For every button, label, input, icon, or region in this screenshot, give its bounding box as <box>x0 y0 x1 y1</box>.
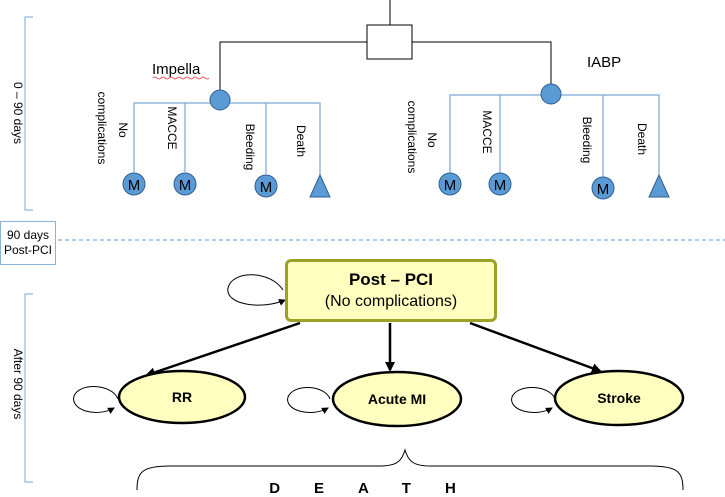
svg-text:M: M <box>597 181 610 198</box>
transition-line-1: 90 days <box>6 228 50 242</box>
phase-bracket-early <box>24 16 33 211</box>
branch-label: Bleeding <box>580 117 594 164</box>
markov-terminal: M <box>591 176 615 200</box>
state-label: Stroke <box>597 390 641 406</box>
transition-arrow-stroke <box>469 321 602 373</box>
branch-label: No <box>425 132 439 148</box>
branch-label: MACCE <box>165 106 179 149</box>
self-loop-post-pci <box>227 274 286 306</box>
branch-label: Death <box>635 123 649 155</box>
state-label: Acute MI <box>368 391 426 407</box>
state-label: RR <box>172 389 192 405</box>
state-post-pci: Post – PCI (No complications) <box>285 259 497 322</box>
markov-terminal: M <box>438 172 462 196</box>
transition-arrow-rr <box>145 321 301 378</box>
self-loop-stroke <box>511 387 556 414</box>
markov-terminal: M <box>254 174 278 198</box>
phase-bracket-late <box>24 293 33 483</box>
absorbing-state-death: DEATH <box>269 480 490 497</box>
markov-terminal: M <box>122 172 146 196</box>
branch-label: Death <box>294 125 308 157</box>
svg-text:M: M <box>444 177 457 194</box>
post-pci-subtitle: (No complications) <box>324 292 458 310</box>
transition-line-2: Post-PCI <box>3 243 52 257</box>
svg-text:M: M <box>260 179 273 196</box>
self-loop-rr <box>73 386 119 414</box>
chance-node-impella <box>209 89 231 111</box>
tree-connector <box>219 41 552 92</box>
markov-terminal: M <box>173 172 197 196</box>
branch-label: No <box>116 122 130 138</box>
decision-node <box>366 24 413 60</box>
markov-terminal: M <box>488 172 512 196</box>
phase-label-early: 0 – 90 days <box>11 82 25 144</box>
state-acute-mi <box>331 370 463 428</box>
svg-text:M: M <box>179 177 192 194</box>
svg-text:M: M <box>494 177 507 194</box>
branch-label: complications <box>405 101 419 174</box>
branch-label: MACCE <box>480 110 494 153</box>
phase-label-transition: 90 days Post-PCI <box>0 221 56 265</box>
terminal-triangle <box>648 173 670 198</box>
impella-branches <box>133 102 321 175</box>
death-brace <box>136 448 684 491</box>
chance-node-iabp <box>540 83 562 105</box>
spellcheck-underline <box>152 76 210 80</box>
post-pci-title: Post – PCI <box>348 269 434 289</box>
self-loop-mi <box>287 387 331 414</box>
branch-label: Bleeding <box>243 124 257 171</box>
phase-label-late: After 90 days <box>11 349 25 420</box>
iabp-branches <box>449 94 660 178</box>
branch-label: complications <box>95 92 109 165</box>
svg-text:M: M <box>128 177 141 194</box>
arm-label-iabp: IABP <box>587 54 621 71</box>
state-rr <box>117 369 247 425</box>
state-stroke <box>553 369 685 427</box>
arm-label-impella: Impella <box>152 61 201 78</box>
terminal-triangle <box>309 173 331 198</box>
